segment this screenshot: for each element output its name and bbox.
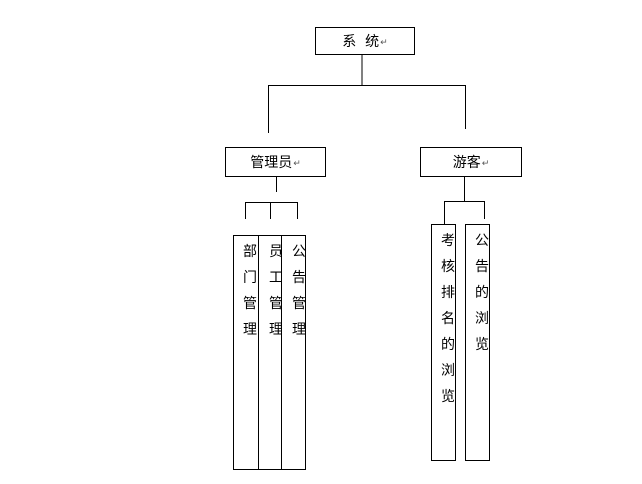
node-admin: 管理员↵ [225,147,326,177]
leaf-label: 公告的浏览 [475,233,489,353]
root-node-system: 系 统↵ [315,27,415,55]
leaf-employee-management: 员工管理 [258,235,283,470]
leaf-department-management: 部门管理 [233,235,259,470]
node-visitor: 游客↵ [420,147,522,177]
paragraph-mark-icon: ↵ [481,159,490,169]
leaf-label: 公告管理 [292,244,306,338]
leaf-label: 员工管理 [269,244,283,338]
leaf-announcement-management: 公告管理 [281,235,306,470]
node-visitor-label: 游客 [452,155,481,171]
root-node-label: 系 统 [342,34,380,50]
leaf-label: 部门管理 [243,244,257,338]
paragraph-mark-icon: ↵ [380,38,388,48]
leaf-announcement-browse: 公告的浏览 [465,224,490,461]
leaf-ranking-browse: 考核排名的浏览 [431,224,456,461]
paragraph-mark-icon: ↵ [293,159,301,169]
leaf-label: 考核排名的浏览 [441,233,455,405]
node-admin-label: 管理员 [250,155,293,171]
